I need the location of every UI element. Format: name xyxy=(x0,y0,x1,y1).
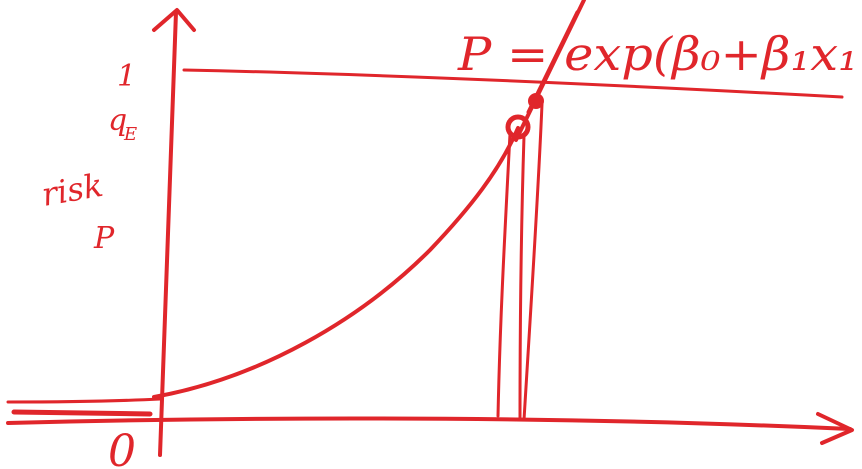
drop-line-right xyxy=(522,102,544,422)
exp-curve xyxy=(152,126,520,399)
y-axis xyxy=(158,10,178,457)
risk-label: risk xyxy=(39,166,106,214)
x-axis-left-stub xyxy=(11,409,153,417)
upper-asymptote-line xyxy=(182,68,844,99)
x-axis-arrowhead xyxy=(816,412,854,445)
y-value-q-label: q xyxy=(108,103,127,138)
y-value-one-label: 1 xyxy=(117,59,136,94)
point-marker-lower xyxy=(505,114,531,140)
lower-tail-line xyxy=(6,397,162,404)
y-value-q-subscript: E xyxy=(123,124,137,145)
point-marker-upper xyxy=(528,93,544,109)
origin-label: 0 xyxy=(108,426,136,469)
x-axis xyxy=(6,416,852,431)
equation-label: P = exp(β₀+β₁x₁ xyxy=(457,27,858,81)
y-axis-arrowhead xyxy=(152,8,196,32)
drop-line-middle xyxy=(518,134,526,422)
drop-line-left xyxy=(496,132,512,418)
risk-symbol-label: P xyxy=(93,221,115,256)
